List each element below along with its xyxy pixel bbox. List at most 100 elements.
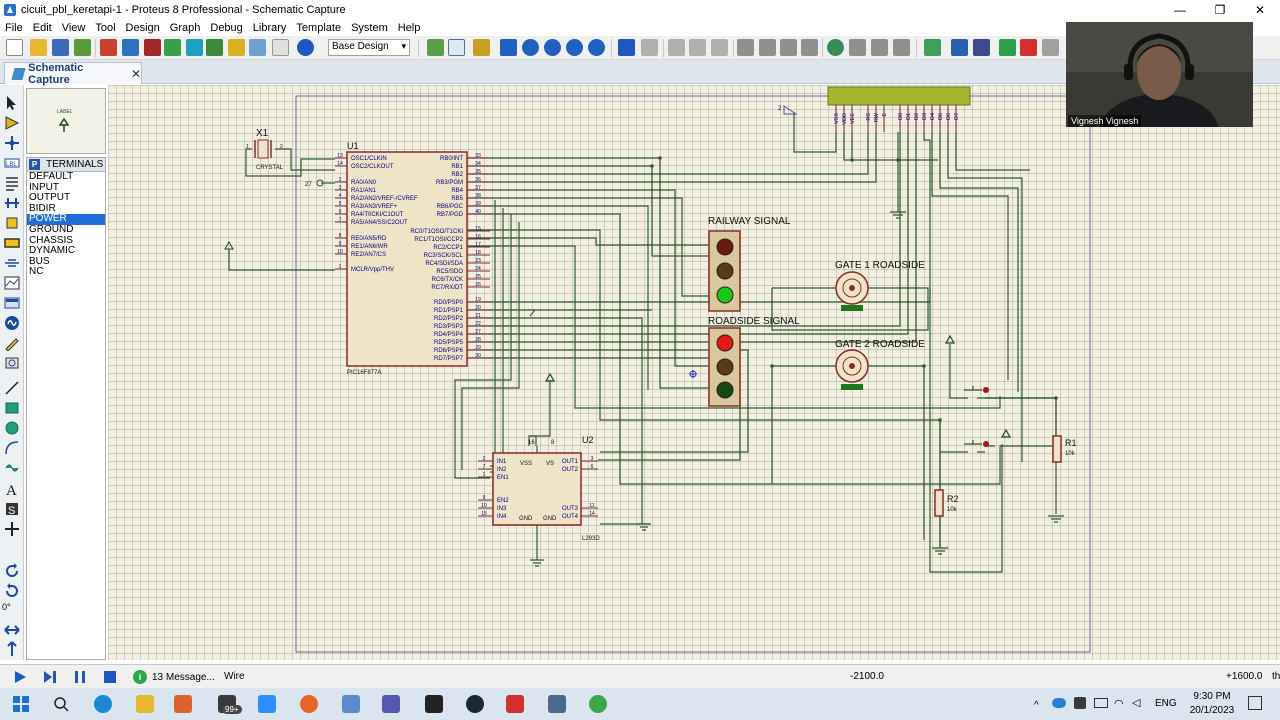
ground-terminal-icon[interactable] (637, 523, 651, 531)
proteus-taskbar-icon[interactable] (548, 695, 566, 713)
play-icon[interactable] (12, 669, 28, 685)
decompose-icon[interactable] (893, 39, 910, 56)
zoom-area-icon[interactable] (588, 39, 605, 56)
copy-icon[interactable] (689, 39, 706, 56)
power-terminal-icon[interactable] (1000, 428, 1012, 438)
tray-chevron-icon[interactable]: ^ (1034, 700, 1039, 711)
teams-icon[interactable] (382, 695, 400, 713)
block-rotate-icon[interactable] (780, 39, 797, 56)
bill-of-materials-icon[interactable] (228, 39, 245, 56)
path-tool-icon[interactable] (4, 460, 20, 476)
junction-dot-icon[interactable] (4, 135, 20, 151)
graph-mode-icon[interactable] (4, 275, 20, 291)
pdf-app-icon[interactable] (506, 695, 524, 713)
box-tool-icon[interactable] (4, 400, 20, 416)
terminal-item-chassis[interactable]: CHASSIS (29, 234, 73, 246)
roadside-signal[interactable]: ROADSIDE SIGNAL (708, 316, 800, 407)
terminal-item-ground[interactable]: GROUND (29, 223, 74, 235)
terminal-item-bus[interactable]: BUS (29, 255, 50, 267)
menu-design[interactable]: Design (125, 22, 160, 34)
home-icon[interactable] (100, 39, 117, 56)
windows-start-icon[interactable] (12, 695, 30, 713)
property-assignment-icon[interactable] (973, 39, 990, 56)
pcb-layout-icon[interactable] (144, 39, 161, 56)
power-terminal-icon[interactable] (944, 334, 956, 344)
undo-icon[interactable] (618, 39, 635, 56)
menu-debug[interactable]: Debug (210, 22, 243, 34)
pan-icon[interactable] (500, 39, 517, 56)
office-icon[interactable] (174, 695, 192, 713)
block-move-icon[interactable] (759, 39, 776, 56)
pause-icon[interactable] (72, 669, 88, 685)
origin-icon[interactable] (473, 39, 490, 56)
generator-mode-icon[interactable] (4, 315, 20, 331)
railway-signal[interactable]: RAILWAY SIGNAL (708, 216, 791, 312)
terminal-item-bidir[interactable]: BIDIR (29, 202, 56, 214)
design-explorer-icon[interactable] (206, 39, 223, 56)
new-sheet-icon[interactable] (999, 39, 1016, 56)
input-language[interactable]: ENG (1155, 698, 1177, 709)
ground-terminal-icon[interactable] (890, 211, 906, 219)
subcircuit-icon[interactable] (4, 215, 20, 231)
device-pins-icon[interactable] (4, 255, 20, 271)
terminal-item-nc[interactable]: NC (29, 266, 44, 278)
line-tool-icon[interactable] (4, 380, 20, 396)
motor-driver-u2[interactable]: U2 L293D 16 8 VSS VS GND GND IN12IN27EN1… (478, 435, 600, 542)
zoom-all-icon[interactable] (566, 39, 583, 56)
menu-system[interactable]: System (351, 22, 388, 34)
file-explorer-icon[interactable] (136, 695, 154, 713)
rotation-angle[interactable]: 0° (2, 602, 11, 612)
messages-indicator[interactable]: i 13 Message... (133, 668, 215, 686)
power-terminal-icon[interactable] (224, 240, 234, 250)
crystal-x1[interactable]: X1 CRYSTAL 1 2 (246, 128, 284, 171)
save-icon[interactable] (52, 39, 69, 56)
maximize-button[interactable]: ❐ (1214, 3, 1226, 17)
edge-browser-icon[interactable] (94, 695, 112, 713)
rotate-clockwise-icon[interactable] (4, 563, 20, 579)
menu-view[interactable]: View (61, 22, 86, 34)
terminal-item-default[interactable]: DEFAULT (29, 171, 74, 182)
open-folder-icon[interactable] (30, 39, 47, 56)
push-button-1[interactable] (960, 386, 989, 399)
arc-tool-icon[interactable] (4, 440, 20, 456)
wire-net[interactable] (228, 112, 1057, 573)
terminal-item-dynamic[interactable]: DYNAMIC (29, 245, 76, 257)
remove-sheet-icon[interactable] (1020, 39, 1037, 56)
make-device-icon[interactable] (849, 39, 866, 56)
new-file-icon[interactable] (6, 39, 23, 56)
packaging-tool-icon[interactable] (871, 39, 888, 56)
tray-app-icon[interactable] (1074, 697, 1086, 709)
3d-viewer-icon[interactable] (164, 39, 181, 56)
terminals-mode-icon[interactable] (4, 235, 20, 251)
wifi-icon[interactable]: ◠ (1114, 698, 1124, 710)
refresh-icon[interactable] (427, 39, 444, 56)
step-icon[interactable] (42, 669, 58, 685)
menu-help[interactable]: Help (397, 22, 421, 34)
resistor-r2[interactable]: R2 10k (934, 489, 959, 517)
grid-toggle-icon[interactable] (448, 39, 465, 56)
tape-recorder-icon[interactable] (4, 295, 20, 311)
wire-label-icon[interactable]: LBL (4, 155, 20, 171)
search-tag-icon[interactable] (951, 39, 968, 56)
menu-edit[interactable]: Edit (32, 22, 52, 34)
resistor-r1[interactable]: R1 10k (1052, 435, 1077, 463)
menu-file[interactable]: File (5, 22, 23, 34)
source-code-icon[interactable] (249, 39, 266, 56)
zoom-app-icon[interactable] (258, 695, 276, 713)
terminal-item-input[interactable]: INPUT (29, 181, 59, 193)
component-mode-icon[interactable] (4, 115, 20, 131)
text-tool-icon[interactable]: A (4, 481, 20, 497)
ground-terminal-icon[interactable] (932, 547, 948, 555)
minimize-button[interactable]: — (1174, 3, 1186, 17)
rotate-anticlockwise-icon[interactable] (4, 583, 20, 599)
marker-tool-icon[interactable] (4, 521, 20, 537)
notifications-icon[interactable] (1248, 696, 1262, 710)
menu-tool[interactable]: Tool (95, 22, 116, 34)
terminal-item-power[interactable]: POWER (27, 214, 105, 225)
selection-mode-icon[interactable] (4, 95, 20, 111)
chrome-icon[interactable] (589, 695, 607, 713)
schematic-icon[interactable] (122, 39, 139, 56)
text-script-icon[interactable] (4, 175, 20, 191)
